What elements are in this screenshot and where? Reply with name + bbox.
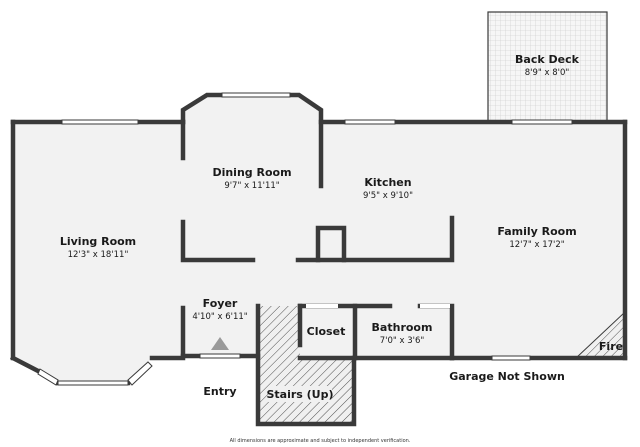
closet-label: Closet	[307, 325, 346, 338]
back-deck-label: Back Deck	[515, 53, 580, 66]
kitchen-dims: 9'5" x 9'10"	[363, 191, 413, 201]
living-room-dims: 12'3" x 18'11"	[68, 250, 129, 260]
dining-room-dims: 9'7" x 11'11"	[224, 181, 279, 191]
back-deck-dims: 8'9" x 8'0"	[525, 68, 570, 78]
fireplace-label: Fire	[599, 340, 623, 353]
family-room-dims: 12'7" x 17'2"	[509, 240, 564, 250]
stairs-label: Stairs (Up)	[266, 388, 333, 401]
foyer-dims: 4'10" x 6'11"	[192, 312, 247, 322]
entry-label: Entry	[203, 385, 236, 398]
windows	[37, 92, 573, 386]
dining-room-label: Dining Room	[212, 166, 291, 179]
family-room-label: Family Room	[497, 225, 576, 238]
disclaimer: All dimensions are approximate and subje…	[230, 438, 411, 444]
bathroom-dims: 7'0" x 3'6"	[380, 336, 425, 346]
bathroom-label: Bathroom	[372, 321, 433, 334]
living-room-label: Living Room	[60, 235, 136, 248]
garage-label: Garage Not Shown	[449, 370, 565, 383]
entry-arrow-icon	[211, 337, 229, 350]
back-deck-area	[487, 11, 608, 123]
foyer-label: Foyer	[203, 297, 238, 310]
kitchen-label: Kitchen	[364, 176, 411, 189]
walls	[9, 92, 628, 427]
